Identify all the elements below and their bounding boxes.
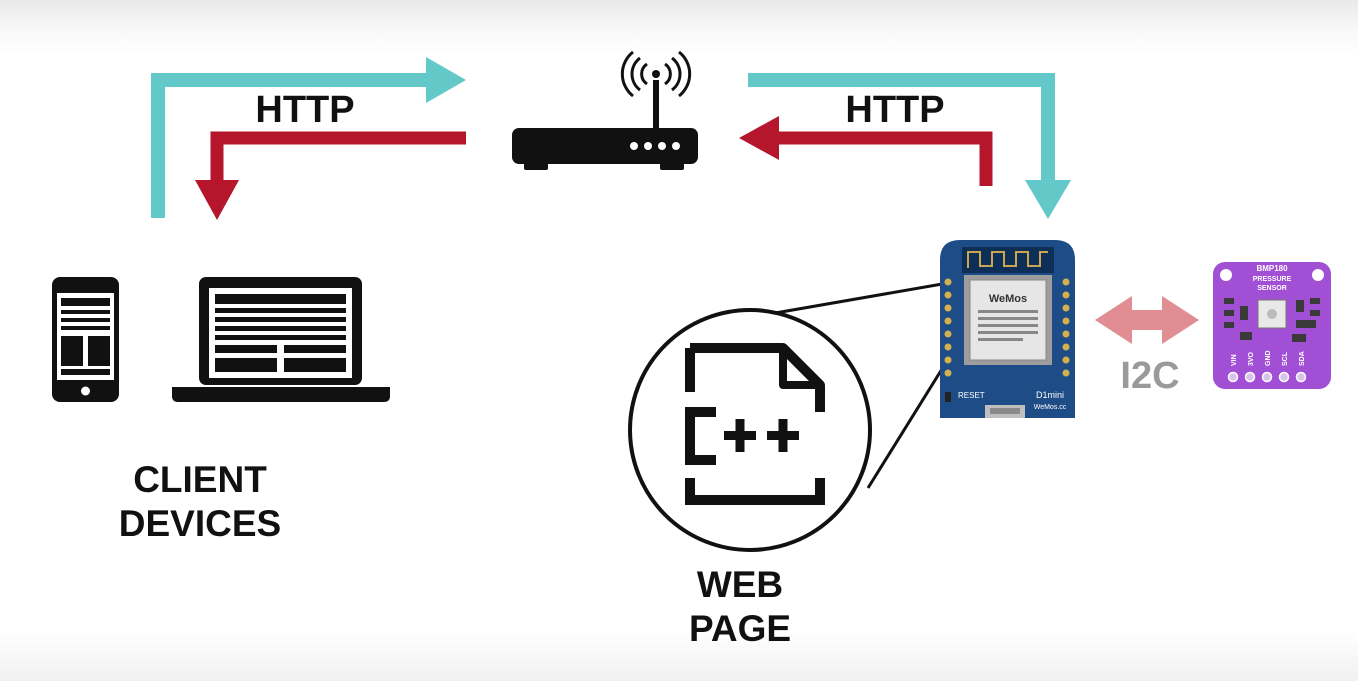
- sensor-pin-label: VIN: [1231, 354, 1238, 366]
- reset-text: RESET: [958, 391, 985, 400]
- response-arrow-right: [775, 131, 993, 186]
- i2c-double-arrow: [1095, 296, 1199, 344]
- request-arrowhead-left: [426, 57, 466, 103]
- request-arrow-right: [748, 73, 1055, 185]
- request-arrowhead-right: [1025, 180, 1071, 219]
- laptop-icon: [172, 277, 390, 402]
- response-arrow-left: [210, 131, 466, 185]
- sensor-pin-label: SCL: [1282, 351, 1289, 366]
- sensor-pin-label: GND: [1265, 350, 1272, 366]
- bmp180-sensor-board: BMP180 PRESSURE SENSOR VIN 3VO GND SCL S…: [1213, 262, 1331, 389]
- request-arrow-left: [151, 73, 430, 218]
- zoom-line-top: [757, 281, 949, 318]
- wifi-router-icon: [512, 50, 698, 170]
- sensor-line1: BMP180: [1256, 264, 1288, 273]
- response-arrowhead-right: [739, 116, 779, 160]
- board-name-text: D1mini: [1036, 390, 1064, 400]
- site-text: WeMos.cc: [1034, 404, 1067, 411]
- wemos-d1-mini-board: WeMos RESET D1mini WeMos.cc: [940, 240, 1075, 418]
- cpp-file-icon: [628, 308, 872, 552]
- client-devices-label: CLIENT DEVICES: [90, 458, 310, 545]
- http-label-left: HTTP: [255, 89, 355, 131]
- client-label-line2: DEVICES: [118, 502, 282, 544]
- sensor-line3: SENSOR: [1257, 285, 1287, 292]
- i2c-label: I2C: [1120, 355, 1180, 397]
- http-label-right: HTTP: [845, 89, 945, 131]
- sensor-pin-label: 3VO: [1248, 351, 1255, 366]
- smartphone-icon: [52, 277, 119, 402]
- sensor-line2: PRESSURE: [1253, 276, 1292, 283]
- sensor-pin-label: SDA: [1299, 351, 1306, 366]
- web-label-line1: WEB: [696, 564, 784, 605]
- client-label-line1: CLIENT: [133, 459, 267, 500]
- web-page-label: WEB PAGE: [650, 563, 830, 650]
- module-brand-text: WeMos: [989, 293, 1027, 305]
- web-label-line2: PAGE: [688, 607, 792, 649]
- response-arrowhead-left: [195, 180, 239, 220]
